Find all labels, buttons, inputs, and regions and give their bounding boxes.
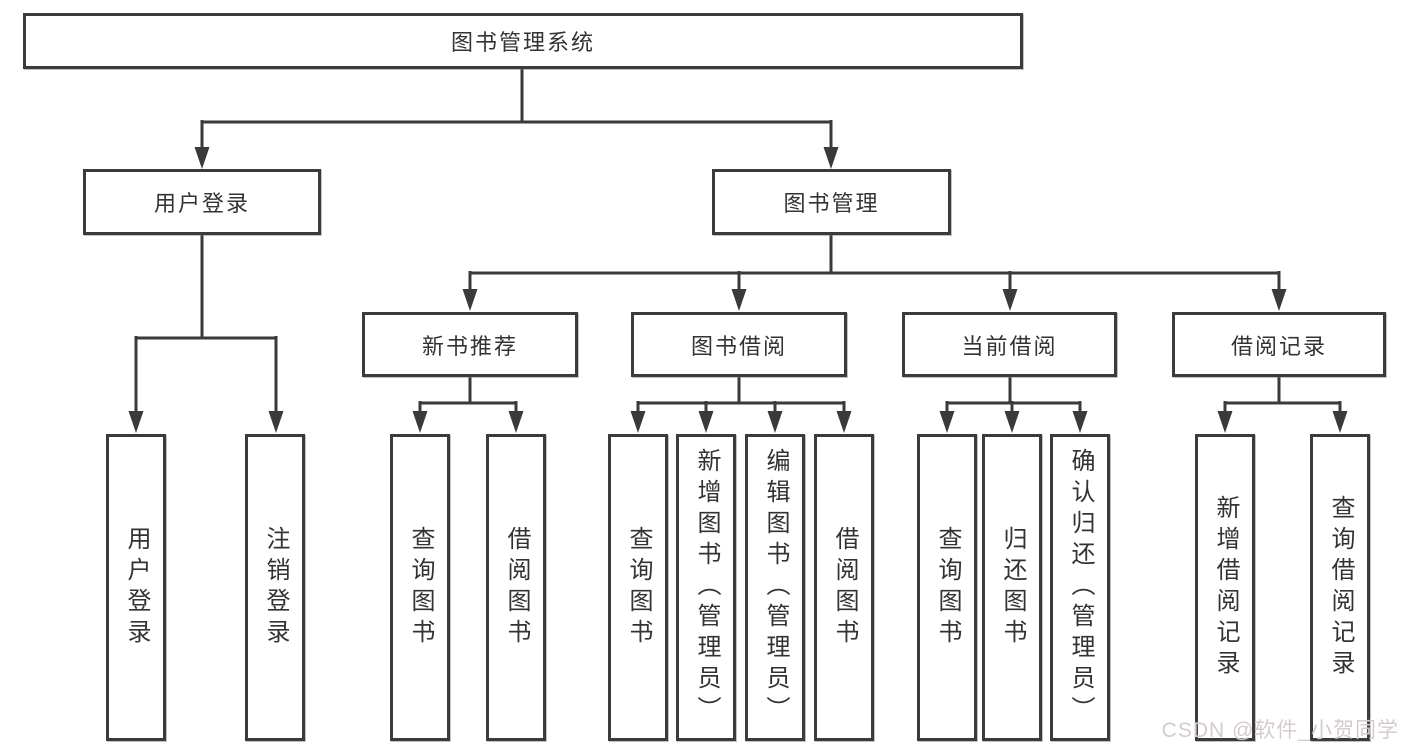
leaf-add-borrow-record: 新增借阅记录	[1195, 434, 1255, 741]
node-label: 注销登录	[262, 525, 289, 650]
node-label: 查询借阅记录	[1327, 494, 1354, 681]
node-label: 新增借阅记录	[1212, 494, 1239, 681]
arrow-down-icon	[1002, 289, 1018, 311]
arrow-down-icon	[1271, 289, 1287, 311]
arrow-down-icon	[731, 289, 747, 311]
leaf-confirm-return-admin: 确认归还（管理员）	[1050, 434, 1110, 741]
node-label: 借阅记录	[1230, 333, 1327, 359]
leaf-return-books: 归还图书	[982, 434, 1042, 741]
node-label: 查询图书	[407, 525, 434, 650]
leaf-borrow-books-1: 借阅图书	[486, 434, 546, 741]
node-library-management-system: 图书管理系统	[23, 13, 1023, 69]
arrow-down-icon	[1004, 411, 1020, 433]
node-label: 图书借阅	[690, 333, 787, 359]
leaf-add-books-admin: 新增图书（管理员）	[676, 434, 736, 741]
connector-root-to-level2	[194, 69, 839, 169]
leaf-query-books-3: 查询图书	[917, 434, 977, 741]
connector-bookborrow-to-leaves	[630, 377, 852, 433]
node-current-borrowing: 当前借阅	[902, 312, 1117, 377]
arrow-down-icon	[412, 411, 428, 433]
watermark: CSDN @软件_小贺同学	[1161, 719, 1399, 742]
arrow-down-icon	[268, 411, 284, 433]
leaf-user-login: 用户登录	[106, 434, 166, 741]
arrow-down-icon	[823, 147, 839, 169]
arrow-down-icon	[630, 411, 646, 433]
leaf-borrow-books-2: 借阅图书	[814, 434, 874, 741]
node-label: 当前借阅	[961, 333, 1058, 359]
arrow-down-icon	[1332, 411, 1348, 433]
connector-userlogin-to-leaves	[128, 235, 284, 433]
node-book-borrowing: 图书借阅	[631, 312, 847, 377]
node-label: 图书管理系统	[450, 30, 595, 55]
node-label: 借阅图书	[831, 525, 858, 650]
leaf-query-books-2: 查询图书	[608, 434, 668, 741]
node-label: 归还图书	[999, 525, 1026, 650]
arrow-down-icon	[128, 411, 144, 433]
node-book-management: 图书管理	[712, 169, 951, 235]
arrow-down-icon	[767, 411, 783, 433]
arrow-down-icon	[939, 411, 955, 433]
node-label: 借阅图书	[503, 525, 530, 650]
connector-newbooks-to-leaves	[412, 377, 524, 433]
arrow-down-icon	[1072, 411, 1088, 433]
arrow-down-icon	[1217, 411, 1233, 433]
node-label: 编辑图书（管理员）	[762, 448, 789, 727]
node-label: 新书推荐	[421, 333, 518, 359]
arrow-down-icon	[508, 411, 524, 433]
node-label: 新增图书（管理员）	[693, 448, 720, 727]
connector-records-to-leaves	[1217, 377, 1348, 433]
node-user-login: 用户登录	[83, 169, 321, 235]
node-label: 用户登录	[123, 525, 150, 650]
leaf-query-books-1: 查询图书	[390, 434, 450, 741]
connector-currentborrow-to-leaves	[939, 377, 1088, 433]
leaf-query-borrow-record: 查询借阅记录	[1310, 434, 1370, 741]
node-label: 查询图书	[625, 525, 652, 650]
arrow-down-icon	[462, 289, 478, 311]
leaf-logout: 注销登录	[245, 434, 305, 741]
arrow-down-icon	[836, 411, 852, 433]
arrow-down-icon	[194, 147, 210, 169]
node-label: 图书管理	[783, 191, 880, 216]
node-label: 用户登录	[153, 191, 250, 216]
leaf-edit-books-admin: 编辑图书（管理员）	[745, 434, 805, 741]
connector-bookmgmt-to-level3	[462, 235, 1287, 311]
node-label: 确认归还（管理员）	[1067, 448, 1094, 727]
node-label: 查询图书	[934, 525, 961, 650]
node-borrowing-records: 借阅记录	[1172, 312, 1386, 377]
arrow-down-icon	[698, 411, 714, 433]
node-new-book-recommend: 新书推荐	[362, 312, 578, 377]
